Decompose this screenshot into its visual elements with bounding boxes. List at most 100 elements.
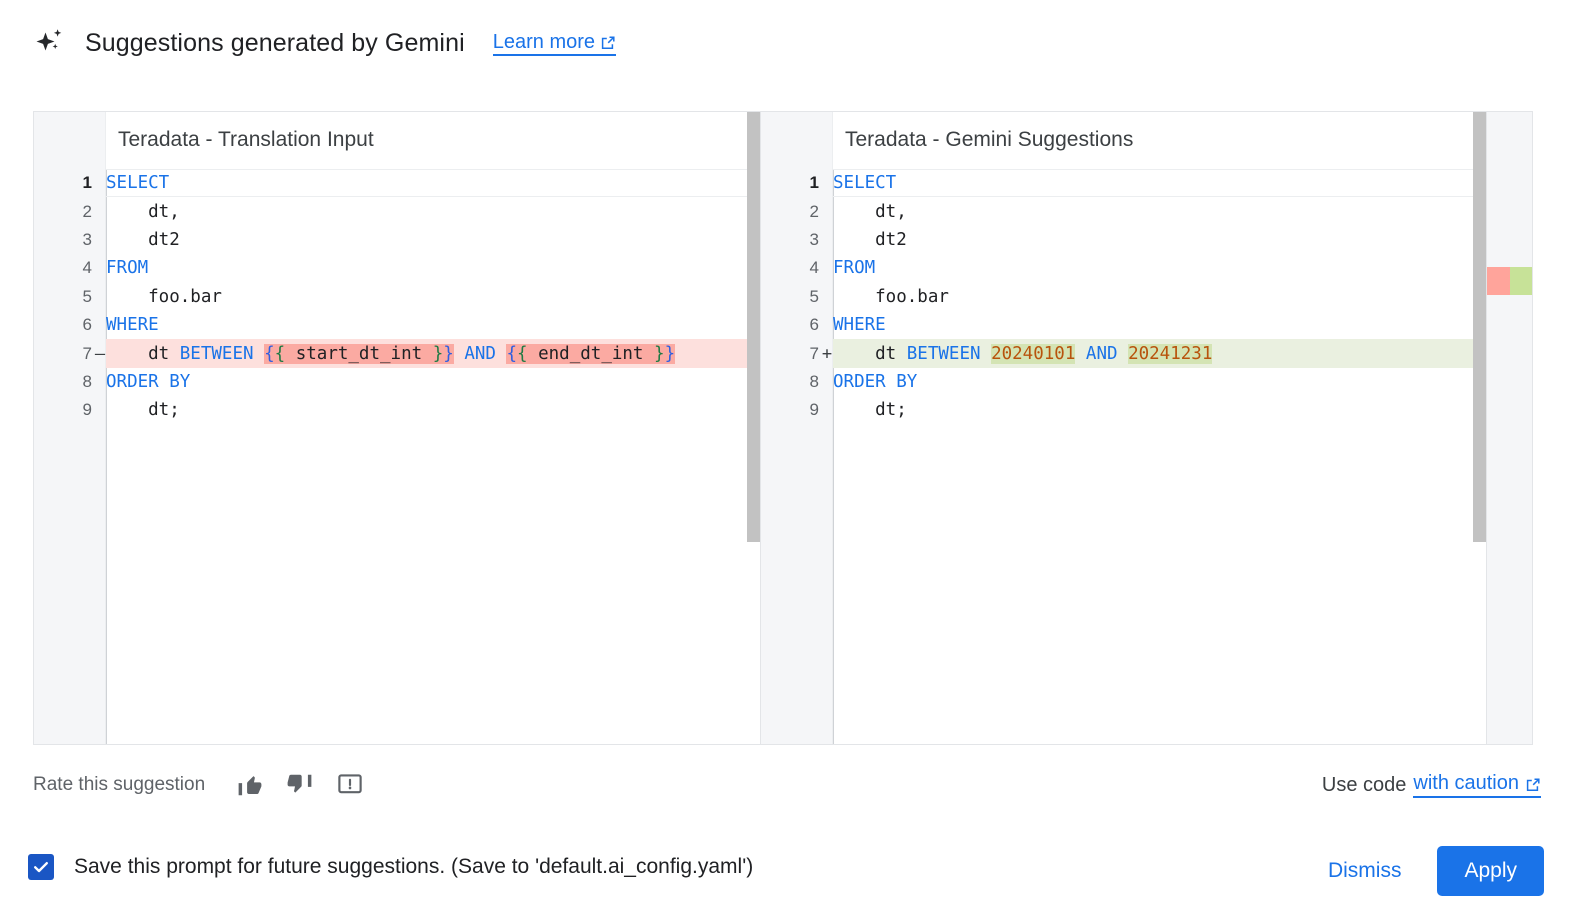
code-token: ORDER BY bbox=[833, 371, 918, 392]
save-prompt-row: Save this prompt for future suggestions.… bbox=[28, 854, 753, 880]
code-token bbox=[1118, 344, 1129, 364]
code-text: dt BETWEEN 20240101 AND 20241231 bbox=[833, 343, 1532, 364]
code-token: dt; bbox=[106, 400, 180, 421]
code-line[interactable]: 6 WHERE bbox=[761, 311, 1532, 339]
right-scrollbar-thumb[interactable] bbox=[1473, 112, 1486, 542]
line-number: 3 bbox=[82, 229, 92, 249]
left-vertical-scrollbar[interactable] bbox=[747, 112, 760, 744]
ruler-mark-delete bbox=[1487, 267, 1510, 295]
code-text: ORDER BY bbox=[106, 372, 760, 392]
code-token: WHERE bbox=[833, 315, 886, 336]
code-line[interactable]: 9 dt; bbox=[761, 396, 1532, 424]
code-token: FROM bbox=[106, 258, 149, 279]
code-line[interactable]: 8 ORDER BY bbox=[34, 368, 760, 396]
code-text: SELECT bbox=[833, 173, 1532, 193]
apply-button[interactable]: Apply bbox=[1437, 846, 1544, 896]
line-number: 5 bbox=[82, 286, 92, 306]
learn-more-link[interactable]: Learn more bbox=[492, 30, 617, 56]
caution-link-label: with caution bbox=[1413, 772, 1519, 794]
right-pane-title: Teradata - Gemini Suggestions bbox=[845, 128, 1134, 151]
code-text: SELECT bbox=[106, 173, 760, 193]
left-gutter bbox=[34, 112, 106, 744]
code-token: dt bbox=[106, 343, 180, 364]
code-token bbox=[454, 344, 465, 364]
line-number: 1 bbox=[82, 173, 92, 193]
code-token bbox=[1075, 344, 1086, 364]
code-line[interactable]: 2 dt, bbox=[761, 197, 1532, 225]
code-token: BETWEEN bbox=[906, 343, 981, 364]
code-text: WHERE bbox=[833, 315, 1532, 335]
page-title: Suggestions generated by Gemini bbox=[85, 28, 465, 57]
code-token: {{ end_dt_int }} bbox=[506, 343, 676, 364]
code-token: dt2 bbox=[833, 229, 907, 250]
external-link-icon bbox=[1525, 776, 1541, 792]
line-number: 5 bbox=[809, 286, 819, 306]
line-number: 3 bbox=[809, 229, 819, 249]
right-gutter bbox=[761, 112, 833, 744]
line-number: 9 bbox=[809, 400, 819, 420]
code-token: FROM bbox=[833, 258, 876, 279]
code-token bbox=[254, 344, 265, 364]
thumb-up-icon[interactable] bbox=[235, 770, 265, 800]
code-token: AND bbox=[1085, 343, 1118, 364]
code-text: dt; bbox=[106, 400, 760, 420]
code-text: dt2 bbox=[106, 230, 760, 250]
line-number: 4 bbox=[82, 258, 92, 278]
code-line[interactable]: 3 dt2 bbox=[34, 226, 760, 254]
panel-header: Suggestions generated by Gemini Learn mo… bbox=[33, 26, 617, 60]
code-line[interactable]: 9 dt; bbox=[34, 396, 760, 424]
code-line[interactable]: 3 dt2 bbox=[761, 226, 1532, 254]
diff-sign: + bbox=[821, 343, 833, 364]
line-number: 1 bbox=[809, 173, 819, 193]
left-scrollbar-thumb[interactable] bbox=[747, 112, 760, 542]
code-line[interactable]: 4 FROM bbox=[34, 254, 760, 282]
ruler-mark-add bbox=[1510, 267, 1532, 295]
right-vertical-scrollbar[interactable] bbox=[1473, 112, 1486, 744]
code-token: WHERE bbox=[106, 315, 159, 336]
code-line[interactable]: 7+ dt BETWEEN 20240101 AND 20241231 bbox=[761, 339, 1532, 367]
code-text: foo.bar bbox=[106, 287, 760, 307]
code-line[interactable]: 5 foo.bar bbox=[761, 283, 1532, 311]
code-token: foo.bar bbox=[833, 286, 949, 307]
learn-more-label: Learn more bbox=[492, 30, 596, 53]
code-token: 20240101 bbox=[991, 343, 1076, 364]
code-line[interactable]: 1 SELECT bbox=[34, 169, 760, 197]
save-prompt-checkbox[interactable] bbox=[28, 854, 54, 880]
code-text: dt, bbox=[106, 202, 760, 222]
line-number: 9 bbox=[82, 400, 92, 420]
code-line[interactable]: 1 SELECT bbox=[761, 169, 1532, 197]
code-text: dt; bbox=[833, 400, 1532, 420]
code-text: FROM bbox=[833, 258, 1532, 278]
sparkle-icon bbox=[33, 26, 67, 60]
rate-label: Rate this suggestion bbox=[33, 774, 206, 795]
report-feedback-icon[interactable] bbox=[335, 770, 365, 800]
line-number: 7 bbox=[809, 343, 819, 363]
code-line[interactable]: 5 foo.bar bbox=[34, 283, 760, 311]
line-number: 7 bbox=[82, 343, 92, 363]
code-line[interactable]: 4 FROM bbox=[761, 254, 1532, 282]
caution-prefix: Use code bbox=[1321, 773, 1407, 796]
code-line[interactable]: 2 dt, bbox=[34, 197, 760, 225]
save-prompt-label: Save this prompt for future suggestions.… bbox=[74, 855, 754, 878]
line-number: 2 bbox=[809, 201, 819, 221]
indent-guide bbox=[106, 169, 107, 744]
code-token: dt; bbox=[833, 400, 907, 421]
code-token: {{ start_dt_int }} bbox=[264, 343, 454, 364]
with-caution-link[interactable]: with caution bbox=[1413, 772, 1541, 798]
thumb-down-icon[interactable] bbox=[285, 770, 315, 800]
line-number: 6 bbox=[809, 315, 819, 335]
diff-overview-ruler[interactable] bbox=[1486, 112, 1532, 744]
code-token: dt, bbox=[106, 201, 180, 222]
dismiss-button[interactable]: Dismiss bbox=[1318, 851, 1412, 891]
line-number: 8 bbox=[82, 371, 92, 391]
code-token: SELECT bbox=[833, 173, 897, 194]
line-number: 4 bbox=[809, 258, 819, 278]
code-token: BETWEEN bbox=[179, 343, 254, 364]
code-line[interactable]: 7— dt BETWEEN {{ start_dt_int }} AND {{ … bbox=[34, 339, 760, 367]
